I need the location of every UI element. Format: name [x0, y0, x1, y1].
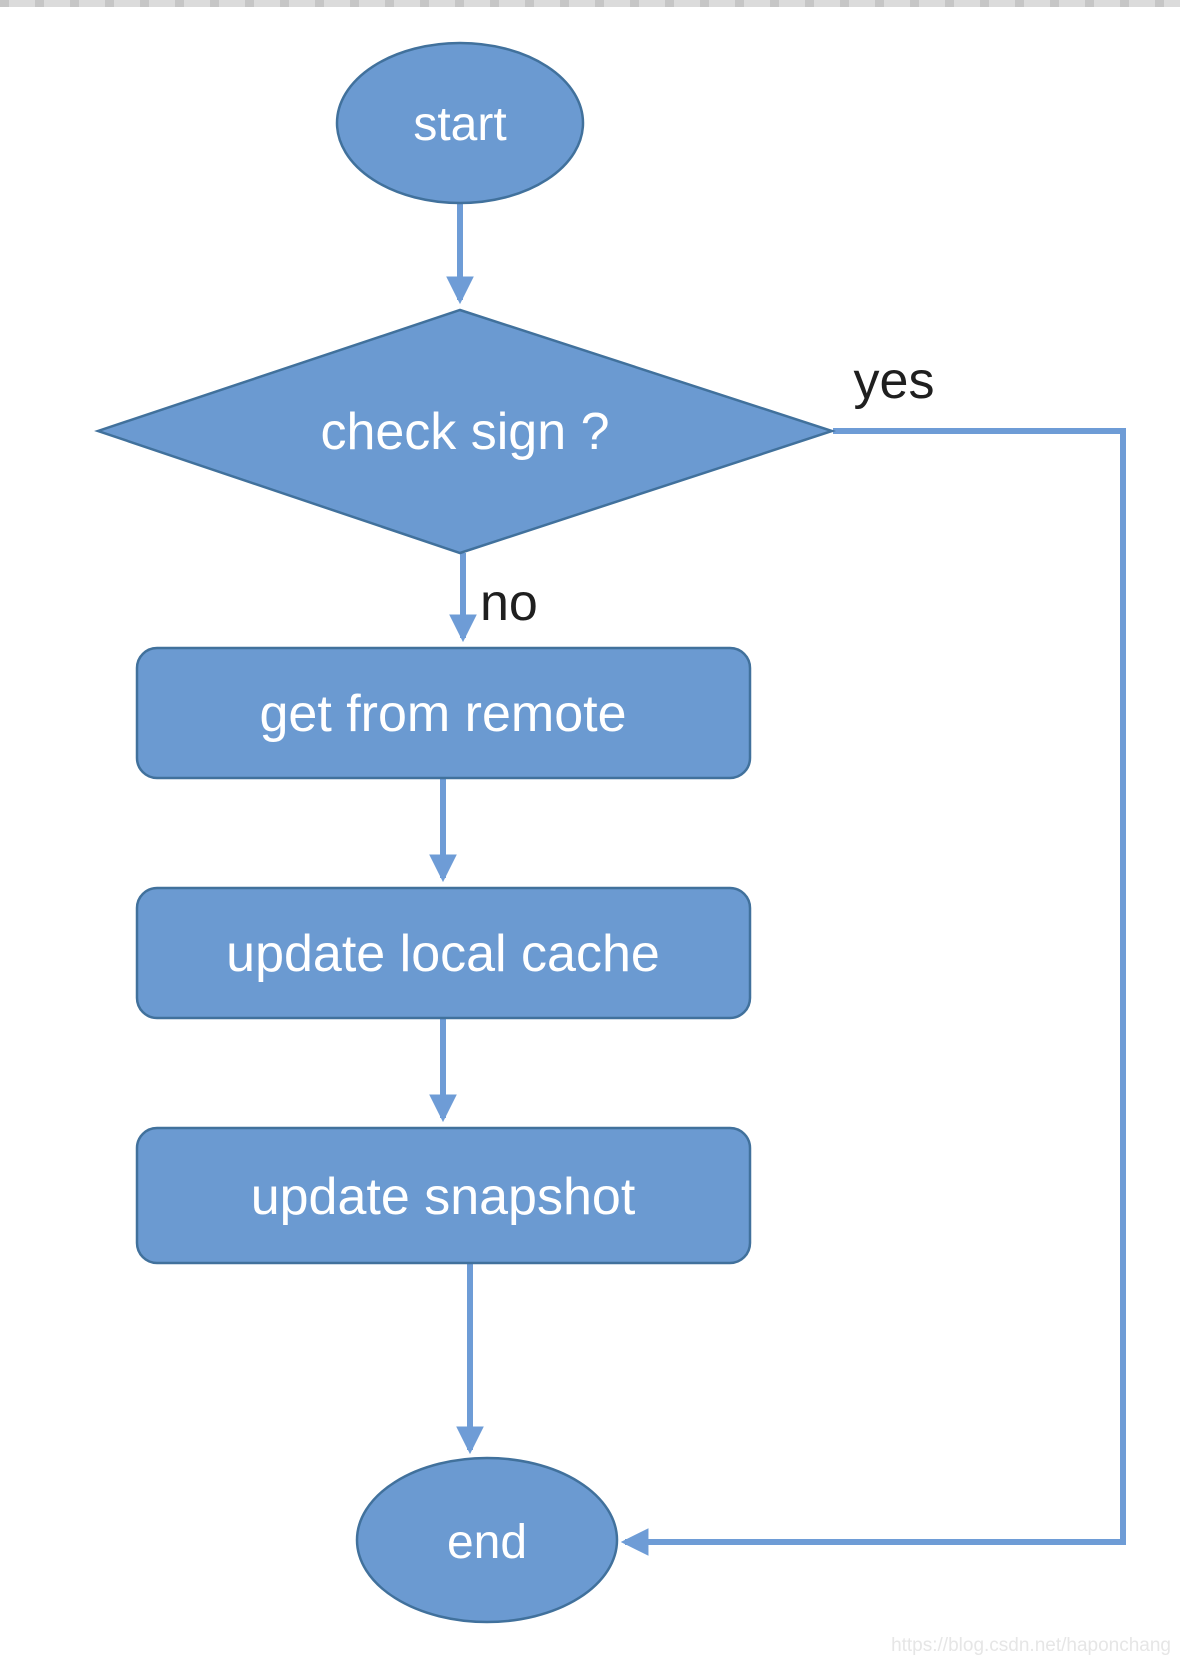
- node-get-from-remote: get from remote: [135, 646, 752, 780]
- node-update-snapshot: update snapshot: [135, 1126, 752, 1265]
- node-check-sign: check sign ?: [94, 308, 837, 555]
- node-start: start: [335, 41, 585, 205]
- decision-diamond: [94, 308, 837, 555]
- edge-label-no: no: [480, 574, 538, 632]
- end-ellipse: [355, 1456, 619, 1624]
- start-ellipse: [335, 41, 585, 205]
- update-local-cache-label: update local cache: [226, 925, 660, 983]
- watermark-text: https://blog.csdn.net/haponchang: [891, 1635, 1171, 1656]
- get-from-remote-label: get from remote: [259, 685, 626, 743]
- end-label: end: [447, 1516, 527, 1569]
- start-label: start: [413, 98, 506, 151]
- update-snapshot-box: [135, 1126, 752, 1265]
- top-strip-bar: [0, 0, 1180, 7]
- top-border-strip: [0, 0, 1180, 7]
- edge-label-yes: yes: [854, 352, 935, 410]
- node-update-local-cache: update local cache: [135, 886, 752, 1020]
- node-end: end: [355, 1456, 619, 1624]
- get-from-remote-box: [135, 646, 752, 780]
- connector-yes-branch-to-end: [620, 428, 1126, 1556]
- update-local-cache-box: [135, 886, 752, 1020]
- update-snapshot-label: update snapshot: [251, 1168, 636, 1226]
- decision-label: check sign ?: [320, 403, 609, 461]
